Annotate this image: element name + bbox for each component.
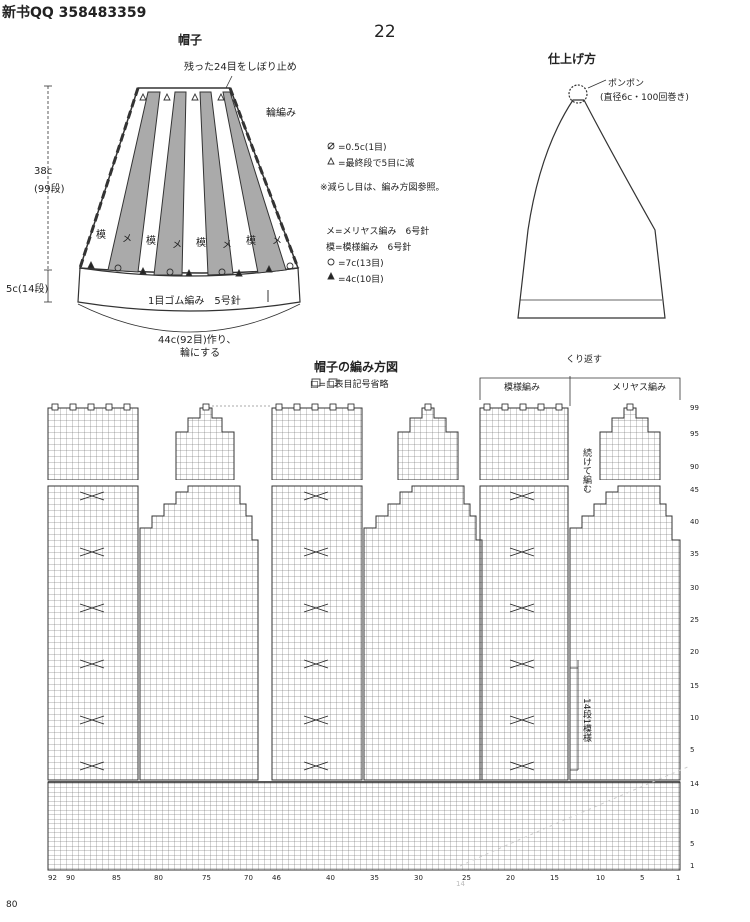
row-label: 5: [690, 840, 695, 848]
height-main: 38c: [34, 166, 53, 177]
decrease-note: 残った24目をしぼり止め: [184, 62, 297, 73]
legend-line6: =7c(13目): [338, 259, 384, 269]
row-label: 45: [690, 486, 699, 494]
panel-stockinette-1: メ: [122, 234, 132, 245]
col-label: 85: [112, 874, 121, 882]
col-label: 46: [272, 874, 281, 882]
symbol-note: □=□表目記号省略: [310, 380, 389, 390]
col-label: 10: [596, 874, 605, 882]
panel-stockinette-3: メ: [222, 240, 232, 251]
row-label: 35: [690, 550, 699, 558]
panel-pattern-4: 模: [246, 236, 256, 247]
row-label: 14: [690, 780, 699, 788]
row-label: 10: [690, 714, 699, 722]
col-label: 1: [676, 874, 681, 882]
rows14-note: 14段1模様: [581, 698, 591, 743]
legend-line7: =4c(10目): [338, 275, 384, 285]
bottom-page-number: 80: [6, 900, 18, 910]
panel-pattern-3: 模: [196, 238, 206, 249]
round-label: 輪編み: [266, 108, 296, 119]
col-label: 35: [370, 874, 379, 882]
legend-symbols: [311, 142, 338, 387]
row-label: 40: [690, 518, 699, 526]
row-label: 90: [690, 463, 699, 471]
col-label: 90: [66, 874, 75, 882]
height-main-rows: (99段): [34, 184, 65, 195]
chart-title: 帽子の編み方図: [314, 360, 399, 374]
page-number: 22: [374, 22, 396, 42]
panel-stockinette-2: メ: [172, 240, 182, 251]
hat-schematic: [44, 75, 301, 333]
panel-stockinette-4: メ: [272, 236, 282, 247]
rib-label: 1目ゴム編み 5号針: [148, 296, 241, 307]
row-label: 20: [690, 648, 699, 656]
row-label: 15: [690, 682, 699, 690]
stray-mark: 14: [456, 880, 465, 888]
legend-line3: ※減らし目は、編み方図参照。: [320, 183, 445, 193]
finished-hat: [517, 79, 666, 319]
row-label: 5: [690, 746, 695, 754]
col-label: 92: [48, 874, 57, 882]
col-label: 30: [414, 874, 423, 882]
cast-on-line2: 輪にする: [180, 348, 221, 359]
continue-note: 続けて編む: [581, 448, 591, 493]
col-label: 25: [462, 874, 471, 882]
knitting-chart: [42, 376, 691, 871]
pompom-label: ポンポン: [608, 79, 645, 89]
col-label: 75: [202, 874, 211, 882]
col-label: 5: [640, 874, 645, 882]
panel-pattern-2: 模: [146, 236, 156, 247]
row-label: 10: [690, 808, 699, 816]
legend-line4: メ=メリヤス編み 6号針: [326, 227, 430, 237]
cast-on-line1: 44c(92目)作り、: [158, 335, 237, 346]
row-label: 95: [690, 430, 699, 438]
legend-line5: 模=模様編み 6号針: [326, 243, 412, 253]
hat-title: 帽子: [178, 33, 203, 47]
col-label: 20: [506, 874, 515, 882]
col-label: 40: [326, 874, 335, 882]
row-label: 25: [690, 616, 699, 624]
legend-line2: =最終段で5目に減: [338, 159, 415, 169]
hat-panel-symbols: [87, 92, 294, 277]
stockinette-label: メリヤス編み: [612, 383, 667, 393]
height-rib: 5c(14段): [6, 284, 49, 295]
col-label: 70: [244, 874, 253, 882]
col-label: 15: [550, 874, 559, 882]
pattern-label: 模様編み: [504, 383, 541, 393]
qq-header: 新书QQ 358483359: [2, 5, 147, 21]
legend-line1: =0.5c(1目): [338, 143, 387, 153]
finishing-title: 仕上げ方: [548, 52, 597, 66]
col-label: 80: [154, 874, 163, 882]
panel-pattern-1: 模: [96, 230, 106, 241]
repeat-label: くり返す: [566, 355, 603, 365]
pompom-size: (直径6c・100回巻き): [600, 93, 689, 103]
row-label: 1: [690, 862, 695, 870]
row-label: 99: [690, 404, 699, 412]
row-label: 30: [690, 584, 699, 592]
